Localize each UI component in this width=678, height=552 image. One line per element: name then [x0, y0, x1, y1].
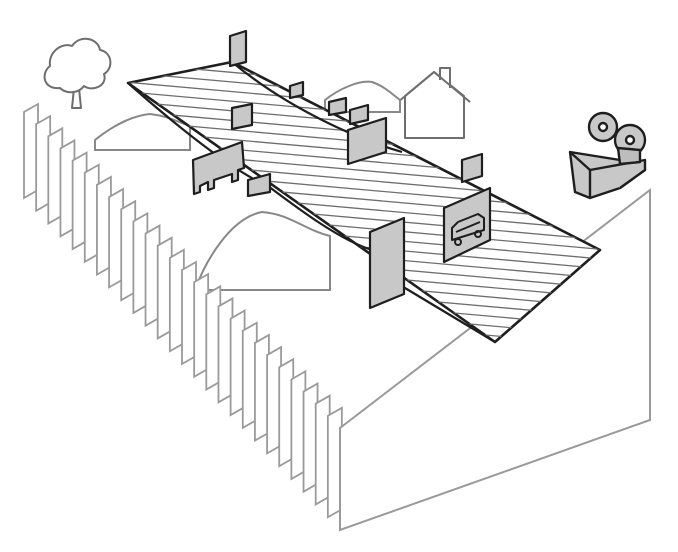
card-small	[460, 152, 484, 184]
sheet-bottom-edge-line	[394, 281, 496, 343]
card-small	[230, 102, 254, 131]
card-small	[327, 96, 348, 117]
card-small	[288, 80, 305, 100]
card-tall-back	[228, 29, 248, 68]
cow-icon	[191, 140, 246, 196]
card-small	[348, 103, 370, 126]
house-icon	[397, 67, 471, 139]
car-icon	[451, 213, 485, 246]
card-medium	[346, 116, 388, 166]
sheet-hatch-line	[128, 62, 600, 81]
card-tall-front	[368, 216, 406, 310]
hill-icon	[94, 80, 401, 291]
cards	[228, 29, 492, 310]
movie-camera-icon	[568, 111, 647, 200]
card-small	[246, 172, 272, 198]
tree-icon	[43, 37, 112, 109]
scenery	[43, 37, 471, 291]
